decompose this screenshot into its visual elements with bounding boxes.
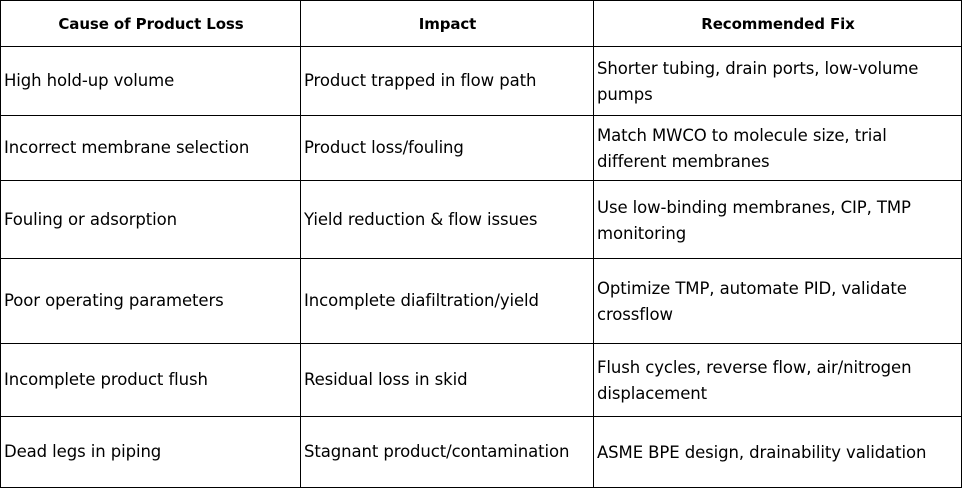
table-row: Incorrect membrane selection Product los… xyxy=(0,115,962,181)
impact-cell: Product loss/fouling xyxy=(300,115,594,181)
table-row: Poor operating parameters Incomplete dia… xyxy=(0,258,962,344)
fix-cell: Flush cycles, reverse flow, air/nitrogen… xyxy=(593,343,962,417)
impact-cell: Incomplete diafiltration/yield xyxy=(300,258,594,344)
cause-cell: Incomplete product flush xyxy=(0,343,301,417)
cause-cell: Incorrect membrane selection xyxy=(0,115,301,181)
fix-cell: Optimize TMP, automate PID, validate cro… xyxy=(593,258,962,344)
table-row: High hold-up volume Product trapped in f… xyxy=(0,46,962,116)
impact-cell: Product trapped in flow path xyxy=(300,46,594,116)
cause-cell: Dead legs in piping xyxy=(0,416,301,488)
impact-cell: Residual loss in skid xyxy=(300,343,594,417)
cause-cell: High hold-up volume xyxy=(0,46,301,116)
impact-cell: Stagnant product/contamination xyxy=(300,416,594,488)
header-row: Cause of Product Loss Impact Recommended… xyxy=(0,0,962,47)
fix-cell: ASME BPE design, drainability validation xyxy=(593,416,962,488)
header-impact: Impact xyxy=(300,0,594,47)
cause-cell: Fouling or adsorption xyxy=(0,180,301,259)
table-row: Incomplete product flush Residual loss i… xyxy=(0,343,962,417)
header-recommended-fix: Recommended Fix xyxy=(593,0,962,47)
cause-cell: Poor operating parameters xyxy=(0,258,301,344)
fix-cell: Use low-binding membranes, CIP, TMP moni… xyxy=(593,180,962,259)
fix-cell: Shorter tubing, drain ports, low-volume … xyxy=(593,46,962,116)
fix-cell: Match MWCO to molecule size, trial diffe… xyxy=(593,115,962,181)
impact-cell: Yield reduction & flow issues xyxy=(300,180,594,259)
header-cause: Cause of Product Loss xyxy=(0,0,301,47)
table-row: Dead legs in piping Stagnant product/con… xyxy=(0,416,962,488)
table-row: Fouling or adsorption Yield reduction & … xyxy=(0,180,962,259)
